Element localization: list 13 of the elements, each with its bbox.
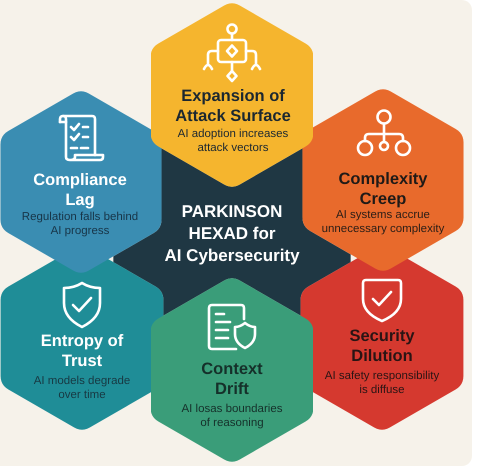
hexagon-title: Expansion of Attack Surface <box>174 86 292 126</box>
hexagon-description: AI systems accrue unnecessary complexity <box>320 209 446 236</box>
hexagon-description: AI safety responsibility is diffuse <box>324 370 440 397</box>
hexagon-title: Compliance Lag <box>32 170 128 210</box>
hexagon-title: Entropy of Trust <box>40 331 124 371</box>
hexagon-title: Security Dilution <box>348 326 416 366</box>
hexagon-title: Context Drift <box>200 359 264 399</box>
hexagon-description: Regulation falls behind AI progress <box>20 211 139 238</box>
hexagon-description: AI losas boundaries of reasoning <box>180 403 284 430</box>
center-title: PARKINSON HEXAD for AI Cybersecurity <box>163 201 301 267</box>
hexagon-description: AI adoption increases attack vectors <box>176 128 290 155</box>
hexagon-description: AI models degrade over time <box>32 375 132 402</box>
hexagon-title: Complexity Creep <box>338 169 428 209</box>
